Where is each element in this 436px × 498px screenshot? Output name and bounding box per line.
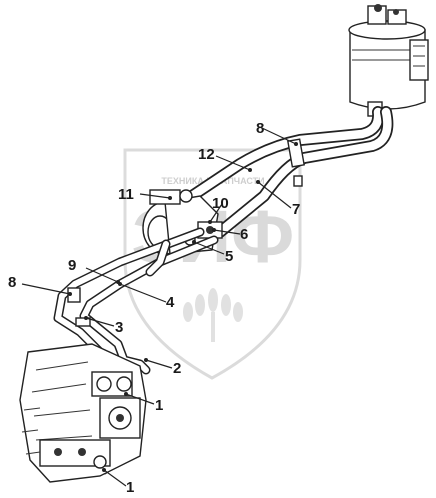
hose-assembly — [180, 106, 394, 238]
callout-2: 2 — [173, 360, 181, 377]
transmission-unit — [19, 343, 147, 483]
callout-1-upper: 1 — [155, 397, 163, 414]
callout-10: 9 — [68, 257, 76, 274]
leader-lines — [21, 127, 298, 487]
hydraulic-tank — [348, 4, 429, 117]
callout-6: 6 — [240, 226, 248, 243]
callout-labels: 8 12 11 10 7 6 5 9 8 4 3 2 1 1 — [8, 120, 300, 496]
callout-3: 3 — [115, 319, 123, 336]
wheat-icon — [183, 288, 243, 342]
callout-12: 11 — [118, 186, 134, 203]
callout-5: 5 — [225, 248, 233, 265]
callout-13: 12 — [198, 146, 215, 163]
callout-4: 4 — [166, 294, 175, 311]
callout-9: 8 — [8, 274, 16, 291]
callout-8: 8 — [256, 120, 264, 137]
callout-1-lower: 1 — [126, 479, 134, 496]
callout-7: 7 — [292, 201, 300, 218]
callout-11: 10 — [212, 195, 229, 212]
